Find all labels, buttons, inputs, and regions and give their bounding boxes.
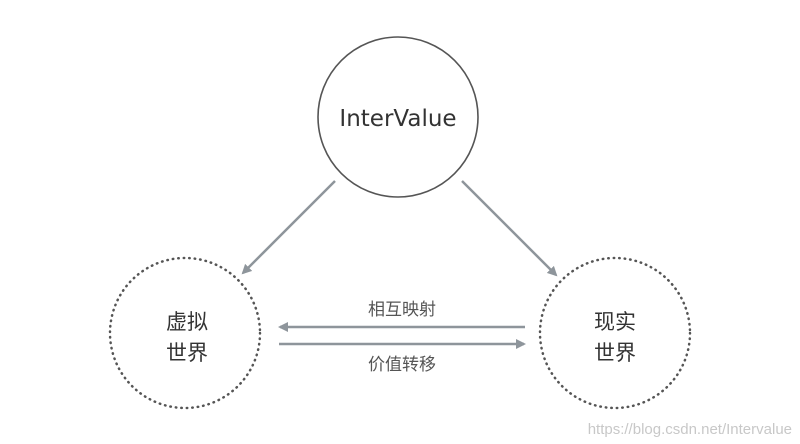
arrow-top-to-right	[461, 180, 558, 277]
watermark-text: https://blog.csdn.net/Intervalue	[588, 421, 792, 438]
real-world-circle	[538, 256, 692, 410]
real-world-node: 现实 世界	[538, 256, 692, 410]
intervalue-circle	[317, 36, 479, 198]
real-world-label-line1: 现实	[594, 310, 636, 334]
real-world-label-line2: 世界	[594, 341, 636, 365]
value-transfer-label: 价值转移	[368, 355, 436, 375]
arrow-top-to-left	[241, 180, 336, 275]
virtual-world-label-line1: 虚拟	[166, 310, 208, 334]
virtual-world-label-line2: 世界	[166, 341, 208, 365]
virtual-world-node: 虚拟 世界	[108, 256, 262, 410]
mutual-mapping-label: 相互映射	[368, 300, 436, 320]
virtual-world-circle	[108, 256, 262, 410]
intervalue-node: InterValue	[317, 36, 479, 198]
intervalue-label: InterValue	[339, 106, 456, 132]
